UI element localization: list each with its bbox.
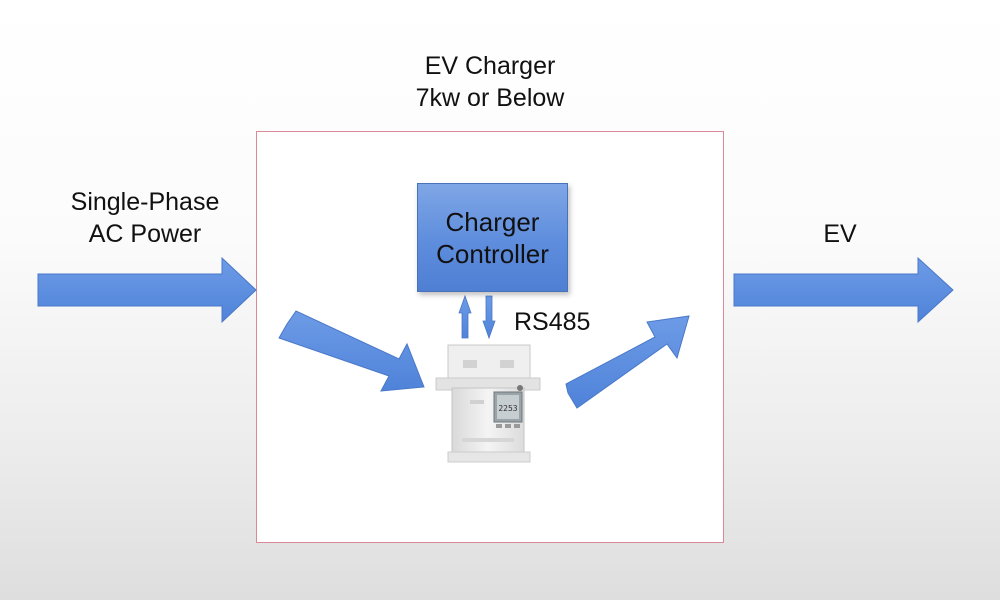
meter-output-arrow	[565, 315, 690, 409]
rs485-up-arrow	[458, 294, 472, 339]
energy-meter-image: 2253	[435, 344, 541, 463]
ev-output-arrow	[733, 256, 954, 324]
controller-label-line-1: Charger	[445, 207, 540, 237]
ac-input-arrow	[37, 256, 257, 324]
controller-label-line-2: Controller	[436, 239, 549, 269]
charger-controller-block: Charger Controller	[417, 183, 568, 292]
meter-input-arrow	[278, 310, 425, 392]
ac-power-label-line-2: AC Power	[88, 220, 202, 248]
title-line-2: 7kw or Below	[415, 84, 565, 112]
title-line-1: EV Charger	[424, 52, 556, 80]
rs485-down-arrow	[482, 295, 496, 340]
meter-display-text: 2253	[498, 404, 517, 413]
rs485-label: RS485	[514, 308, 591, 336]
ac-power-label: Single-Phase AC Power	[40, 186, 250, 250]
diagram-title: EV Charger 7kw or Below	[340, 50, 640, 114]
ac-power-label-line-1: Single-Phase	[70, 188, 220, 216]
ev-label: EV	[823, 220, 857, 248]
